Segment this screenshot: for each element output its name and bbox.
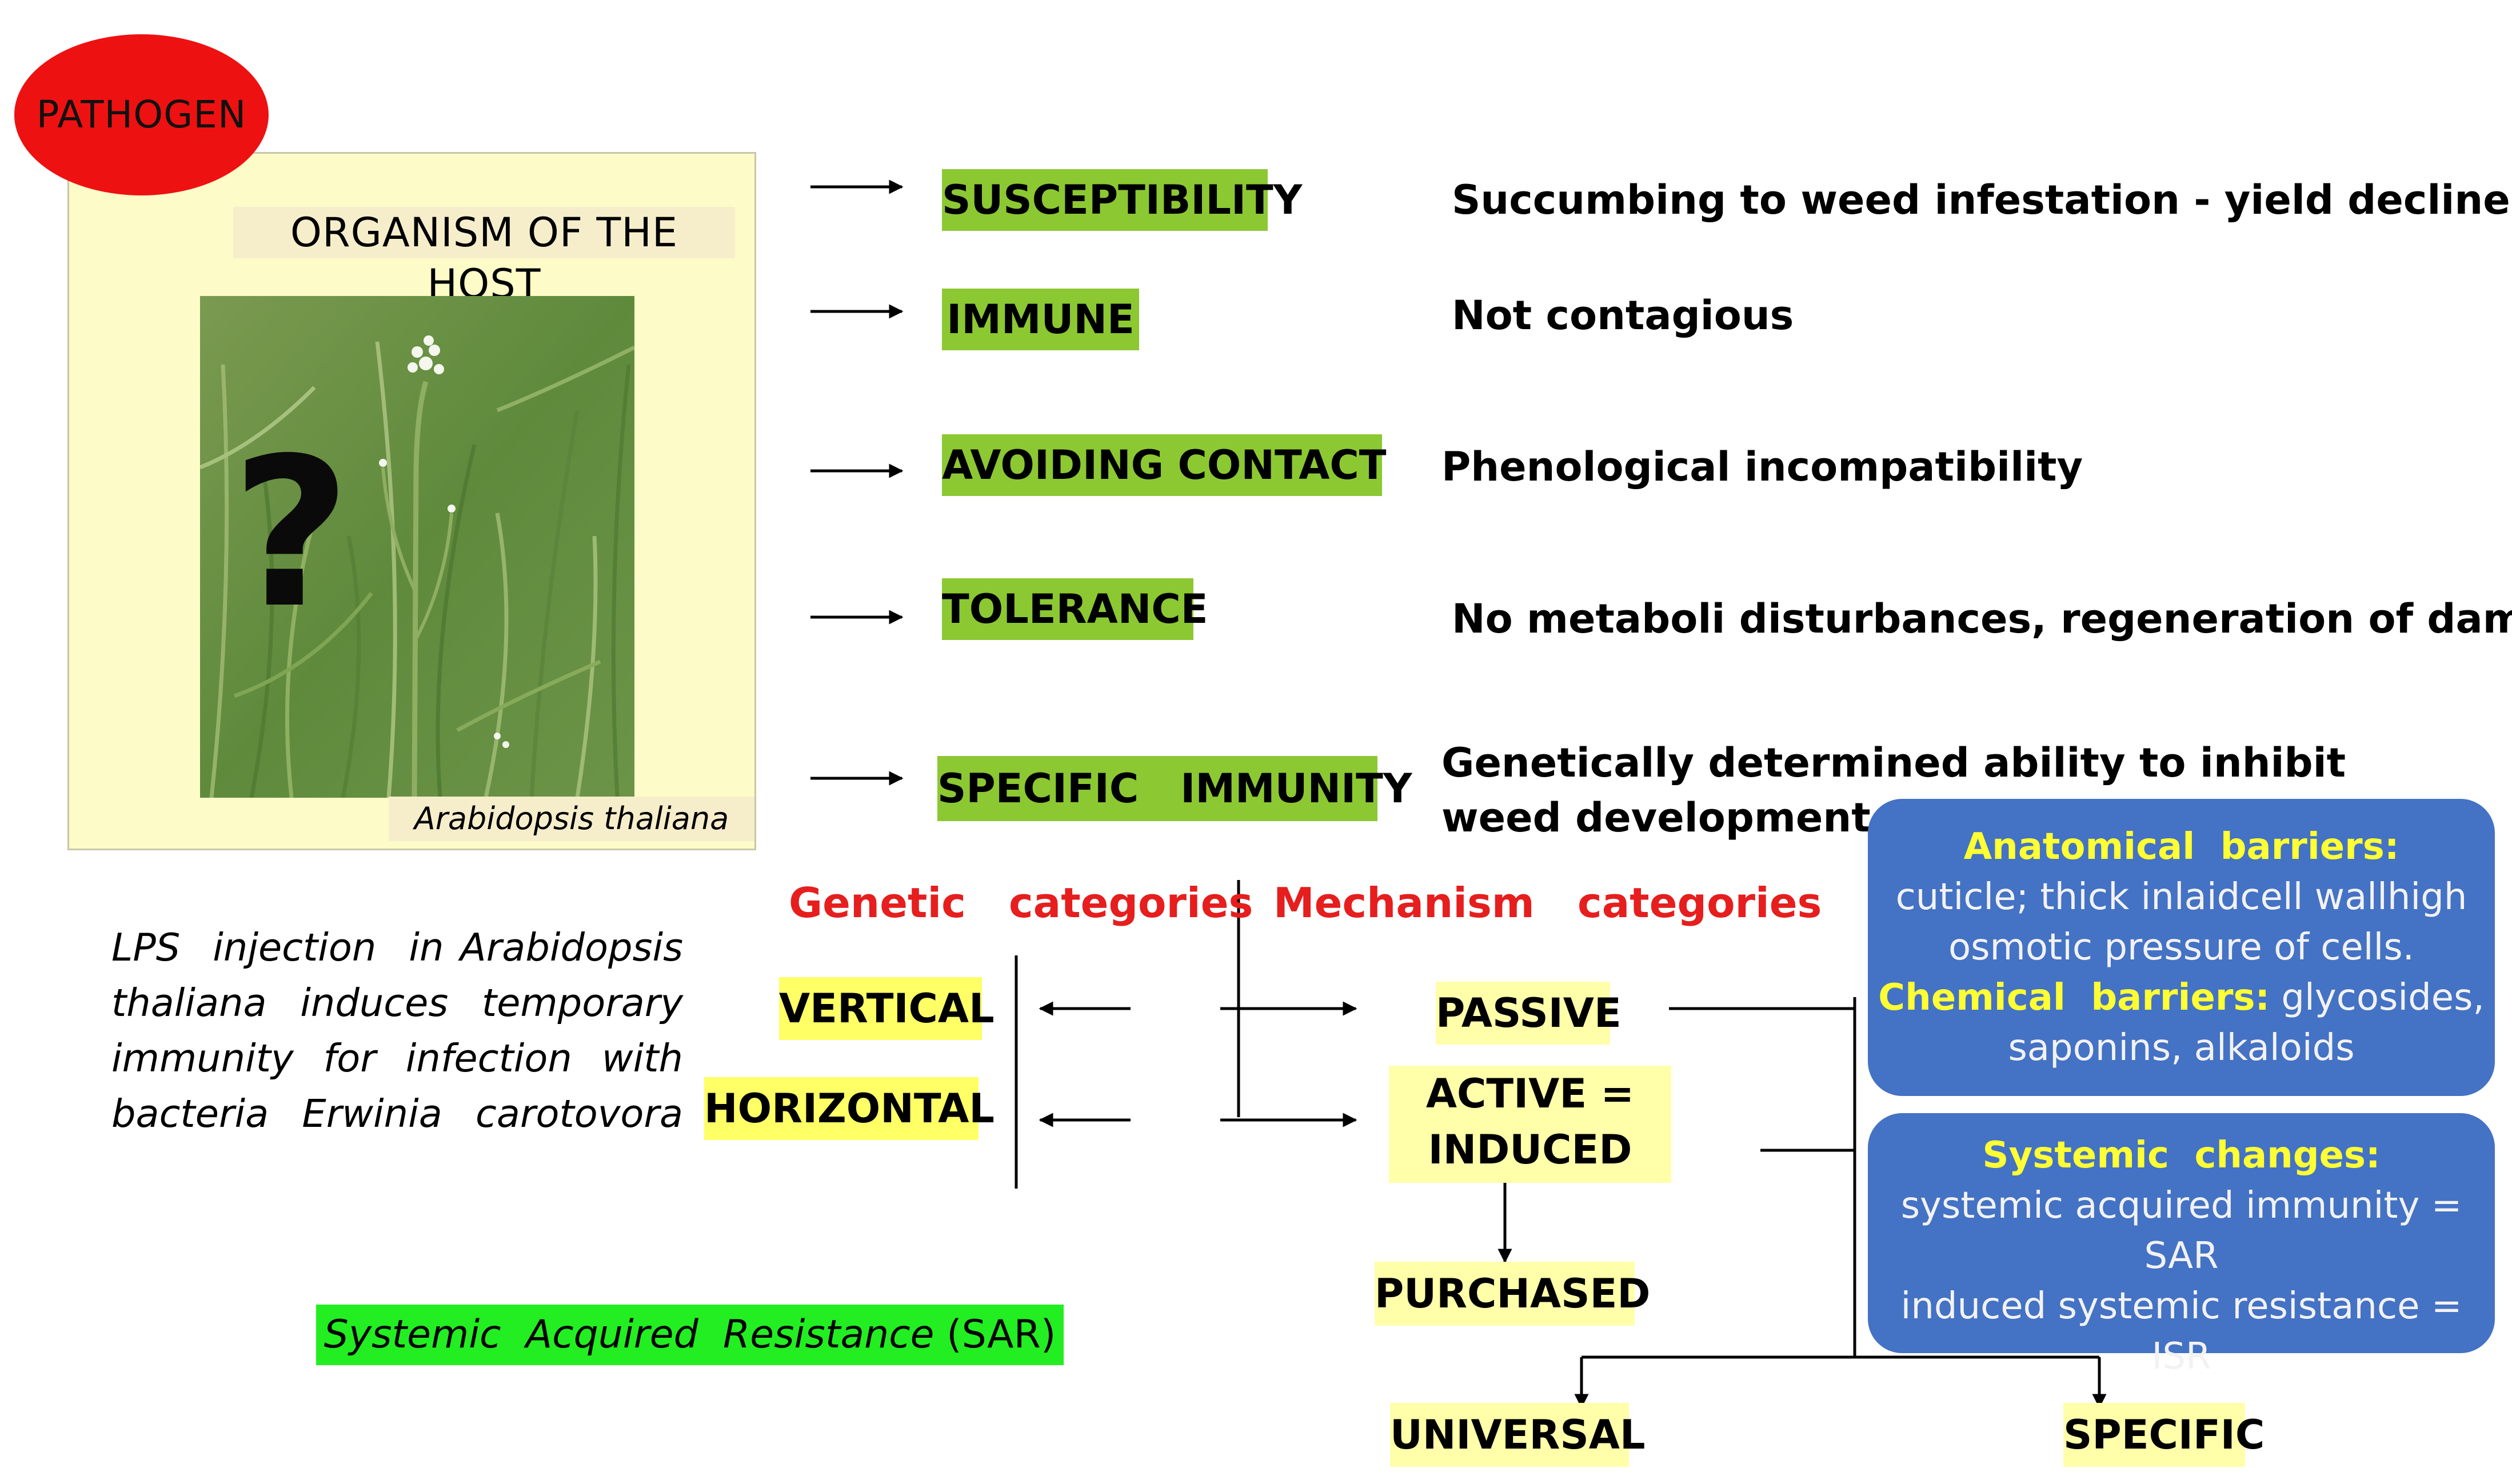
susceptibility-box: SUSCEPTIBILITY [942,169,1302,231]
passive-box: PASSIVE [1436,982,1622,1045]
chemical-barriers-heading: Chemical barriers: [1878,977,2270,1019]
immune-desc: Not contagious [1452,292,1794,339]
avoiding-contact-box: AVOIDING CONTACT [942,434,1387,496]
universal-box: UNIVERSAL [1390,1403,1646,1467]
sar-abbr: (SAR) [947,1312,1056,1357]
specific-immunity-desc-2: weed development [1441,794,1871,841]
chemical-inline: glycosides, [2270,977,2485,1019]
active-induced-box: ACTIVE = INDUCED [1389,1066,1671,1183]
mechanism-categories-heading: Mechanism categories [1273,879,1822,927]
specific-immunity-box: SPECIFIC IMMUNITY [937,756,1412,821]
purchased-box: PURCHASED [1375,1262,1651,1326]
lps-line-2: thaliana induces temporary [111,981,683,1025]
systemic-changes-panel: Systemic changes: systemic acquired immu… [1868,1113,2495,1378]
host-title: ORGANISM OF THE HOST [233,207,735,307]
sar-italic: Systemic Acquired Resistance [324,1312,934,1357]
tolerance-desc: No metaboli disturbances, regeneration o… [1452,595,2512,642]
systemic-changes-heading: Systemic changes: [1982,1134,2381,1177]
pathogen-ellipse: PATHOGEN [14,34,269,195]
barriers-panel: Anatomical barriers: cuticle; thick inla… [1868,799,2495,1096]
vertical-box: VERTICAL [779,977,995,1040]
genetic-categories-heading: Genetic categories [789,879,1253,927]
lps-note: LPS injection in Arabidopsis thaliana in… [111,920,683,1142]
arabidopsis-photo: ? [200,296,634,798]
avoiding-contact-desc: Phenological incompatibility [1441,443,2083,490]
systemic-line-3: induced systemic resistance = ISR [1900,1285,2462,1378]
lps-line-3: immunity for infection with [111,1036,683,1081]
systemic-line-1: systemic acquired immunity = [1900,1185,2462,1227]
susceptibility-desc: Succumbing to weed infestation - yield d… [1452,177,2510,223]
host-caption: Arabidopsis thaliana [389,797,754,841]
lps-line-4: bacteria Erwinia carotovora [111,1091,683,1136]
question-mark: ? [231,414,351,653]
anatomical-line-2: osmotic pressure of cells. [1948,926,2415,969]
specific-immunity-desc-1: Genetically determined ability to inhibi… [1441,739,2346,786]
active-line: ACTIVE = [1425,1070,1635,1117]
tolerance-box: TOLERANCE [942,578,1208,640]
induced-line: INDUCED [1428,1126,1632,1173]
systemic-line-2: SAR [2144,1235,2219,1277]
immune-box: IMMUNE [942,289,1139,350]
anatomical-line-1: cuticle; thick inlaidcell wallhigh [1895,876,2467,918]
anatomical-barriers-heading: Anatomical barriers: [1963,826,2399,868]
specific-box: SPECIFIC [2063,1403,2265,1467]
sar-box: Systemic Acquired Resistance (SAR) [316,1305,1064,1365]
chemical-barriers-line: Chemical barriers: glycosides, [1868,973,2495,1023]
lps-line-1: LPS injection in Arabidopsis [111,925,683,970]
horizontal-box: HORIZONTAL [704,1077,995,1140]
chemical-line-2: saponins, alkaloids [2008,1027,2355,1069]
